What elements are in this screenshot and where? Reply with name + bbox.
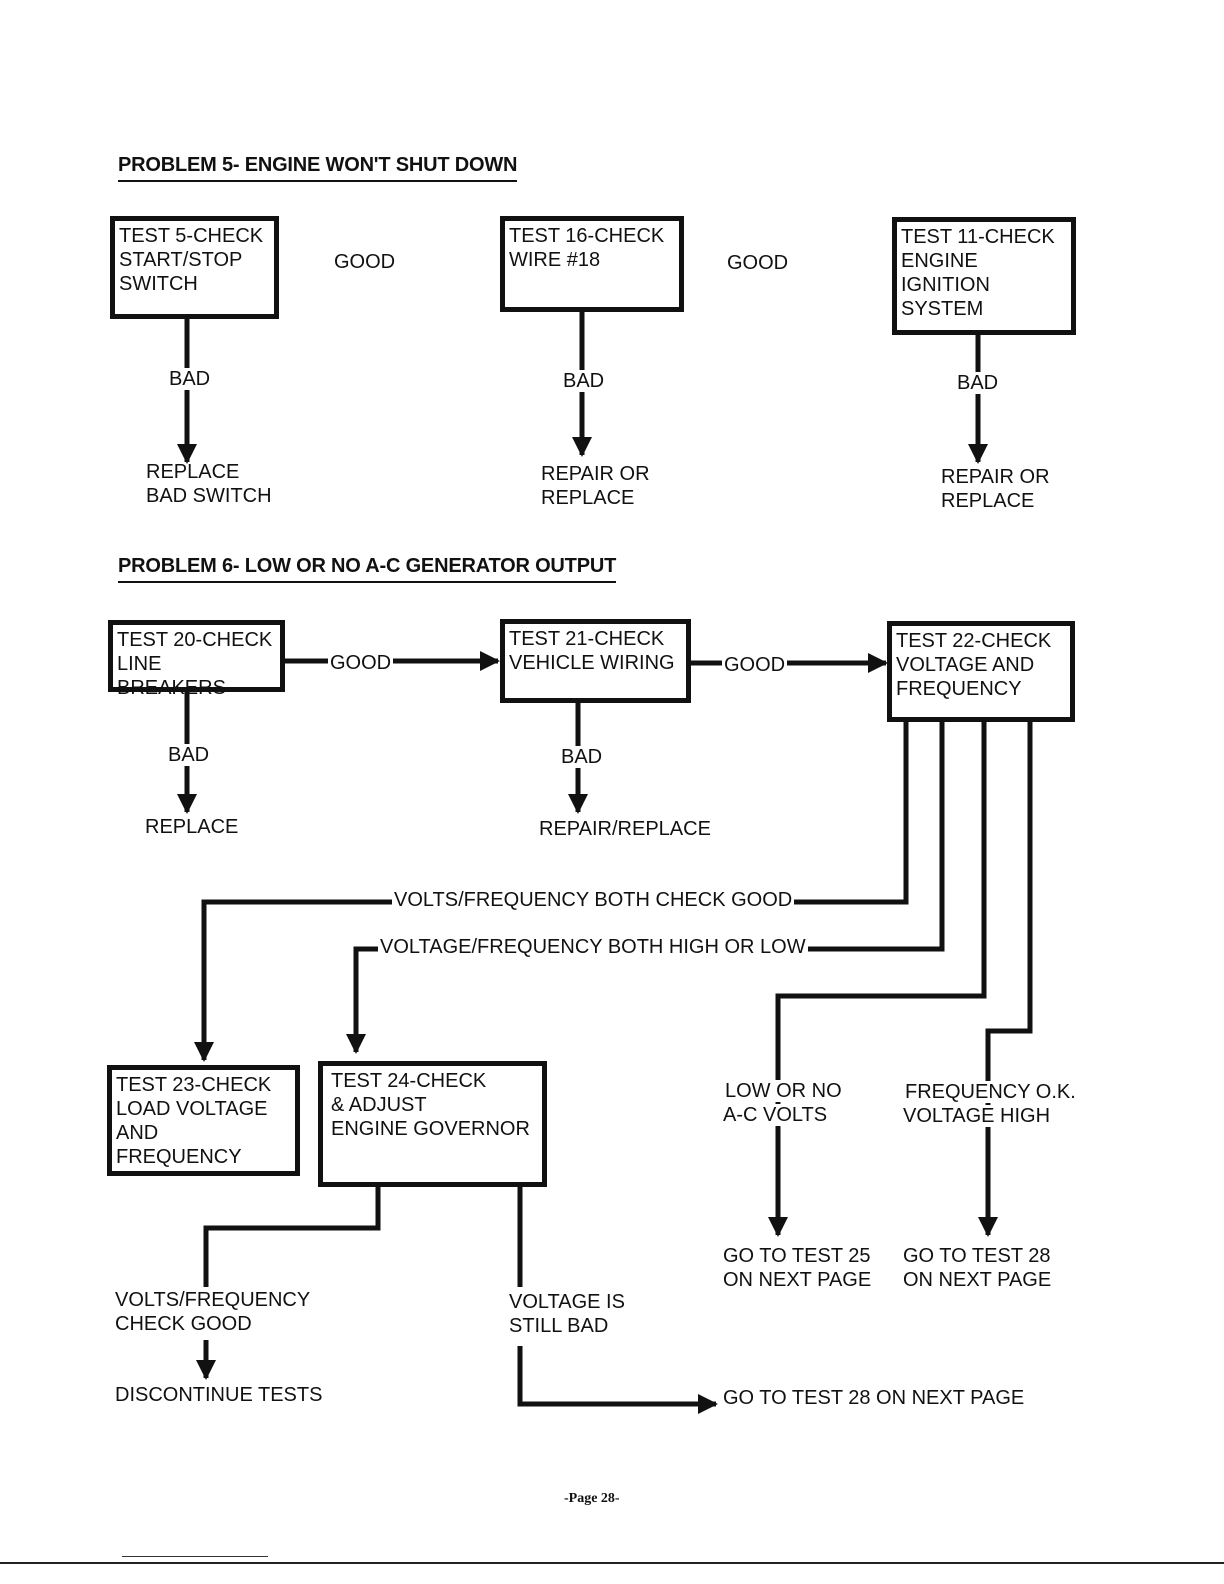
test16-result: REPAIR OR REPLACE [541,463,650,509]
test5-result: REPLACE BAD SWITCH [146,461,272,507]
p6-bad-label-2: BAD [559,746,605,768]
problem6-heading: PROBLEM 6- LOW OR NO A-C GENERATOR OUTPU… [118,554,616,583]
p5-bad-label-3: BAD [955,372,1001,394]
test21-result: REPAIR/REPLACE [539,818,711,840]
p6-branch-low-volts [768,720,987,1237]
test21-box: TEST 21-CHECK VEHICLE WIRING [500,619,691,703]
p6-branch-freq-ok [978,720,1033,1237]
branch-freq-ok-label: FREQUENCY O.K. VOLTAGE HIGH [903,1081,1076,1127]
goto-test28: GO TO TEST 28 ON NEXT PAGE [903,1245,1052,1291]
volts-good-label: VOLTS/FREQUENCY CHECK GOOD [115,1289,311,1335]
voltage-bad-label: VOLTAGE IS STILL BAD [509,1291,625,1337]
goto-test25: GO TO TEST 25 ON NEXT PAGE [723,1245,872,1291]
p6-test24-good-branch [203,1185,381,1287]
p6-branch-high-low [346,720,945,1054]
branch-low-volts-label: LOW OR NO A-C VOLTS [723,1080,842,1126]
p5-bad-label-1: BAD [167,368,213,390]
test23-box: TEST 23-CHECK LOAD VOLTAGE AND FREQUENCY [107,1065,300,1176]
test22-box: TEST 22-CHECK VOLTAGE AND FREQUENCY [887,621,1075,722]
branch-both-good-label: VOLTS/FREQUENCY BOTH CHECK GOOD [392,889,795,911]
footer-short-rule [122,1556,268,1557]
test11-box: TEST 11-CHECK ENGINE IGNITION SYSTEM [892,217,1076,335]
p6-good-label-2: GOOD [722,654,788,676]
test20-box: TEST 20-CHECK LINE BREAKERS [108,620,285,699]
goto-test28-line: GO TO TEST 28 ON NEXT PAGE [723,1387,1025,1409]
p5-good-label-1: GOOD [334,251,396,273]
footer-rule [0,1562,1224,1564]
test24-box: TEST 24-CHECK & ADJUST ENGINE GOVERNOR [318,1061,547,1187]
page-number: -Page 28- [564,1491,620,1506]
p6-bad-label-1: BAD [166,744,212,766]
p6-good-label-1: GOOD [328,652,394,674]
p5-good-label-2: GOOD [727,252,789,274]
test5-box: TEST 5-CHECK START/STOP SWITCH [110,216,279,319]
branch-high-low-label: VOLTAGE/FREQUENCY BOTH HIGH OR LOW [378,936,808,958]
test11-result: REPAIR OR REPLACE [941,466,1050,512]
test20-result: REPLACE [145,816,239,838]
test16-box: TEST 16-CHECK WIRE #18 [500,216,684,312]
p6-voltage-bad-arrow [517,1346,718,1414]
problem5-heading: PROBLEM 5- ENGINE WON'T SHUT DOWN [118,153,517,182]
discontinue-tests: DISCONTINUE TESTS [115,1384,323,1406]
p5-bad-label-2: BAD [561,370,607,392]
